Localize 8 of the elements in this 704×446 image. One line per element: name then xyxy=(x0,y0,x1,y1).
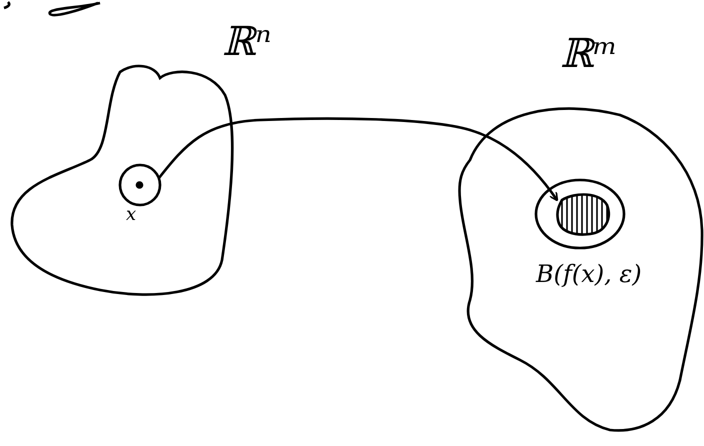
space-label: ℝᵐ xyxy=(560,34,618,74)
point-label: x xyxy=(126,206,136,224)
region-outline xyxy=(456,108,704,434)
space-label: ℝⁿ xyxy=(222,22,272,62)
ball-ellipse xyxy=(534,179,626,249)
image-region xyxy=(556,194,610,236)
ball-label: B(f(x), ε) xyxy=(536,262,642,286)
arrow xyxy=(158,117,558,202)
